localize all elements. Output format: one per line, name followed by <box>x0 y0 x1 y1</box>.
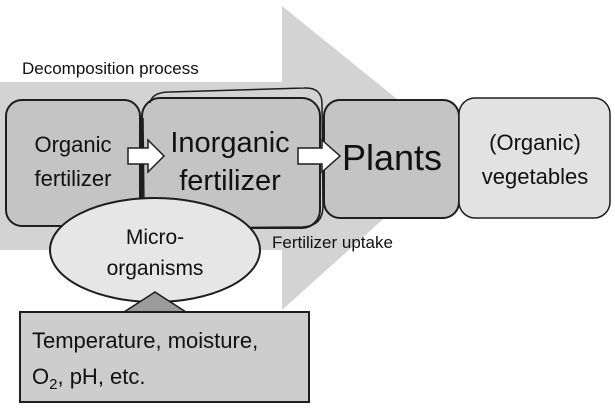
factor-oxygen: O <box>32 364 49 389</box>
organic-fertilizer-label-line2: fertilizer <box>34 166 111 191</box>
factor-ph-etc: , pH, etc. <box>57 364 145 389</box>
factor-oxygen-subscript: 2 <box>49 376 57 393</box>
plants-label: Plants <box>342 137 442 178</box>
arrow-inorganic-to-plants-icon <box>297 138 342 174</box>
vegetables-label-line2: vegetables <box>482 164 588 189</box>
environmental-factors-label-line2: O2, pH, etc. <box>32 364 146 393</box>
microorganisms-ellipse <box>49 197 261 303</box>
fertilizer-uptake-label: Fertilizer uptake <box>272 233 393 252</box>
inorganic-fertilizer-label: Inorganic <box>170 127 289 159</box>
decomposition-process-label: Decomposition process <box>22 59 199 78</box>
inorganic-fertilizer-label-line2: fertilizer <box>179 165 281 197</box>
vegetables-label: (Organic) <box>489 130 581 155</box>
arrow-organic-to-inorganic-icon <box>127 138 166 174</box>
microorganisms-label: Micro- <box>126 226 184 249</box>
environmental-factors-box <box>19 311 310 403</box>
organic-fertilizer-label: Organic <box>34 132 111 157</box>
environmental-factors-label: Temperature, moisture, <box>32 328 258 353</box>
vegetables-box <box>458 97 611 219</box>
microorganisms-label-line2: organisms <box>107 257 204 280</box>
